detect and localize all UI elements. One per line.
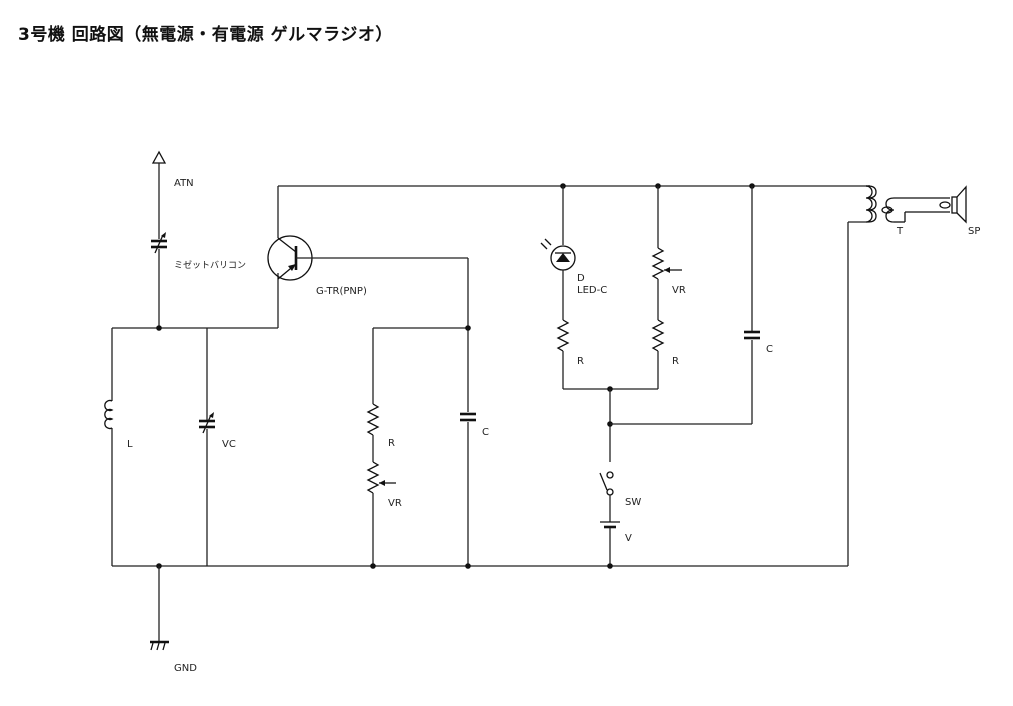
transformer-icon xyxy=(848,185,950,223)
capacitor-icon xyxy=(610,186,760,425)
battery-icon xyxy=(600,521,620,566)
c-mid-label: C xyxy=(482,427,489,438)
vr-left-label: VR xyxy=(388,498,402,509)
atn-label: ATN xyxy=(174,178,194,189)
variable-capacitor-icon xyxy=(151,232,167,328)
resistor-icon xyxy=(366,328,380,462)
speaker-label: SP xyxy=(968,226,980,237)
potentiometer-icon xyxy=(366,461,396,566)
midget-varicon-label: ミゼットバリコン xyxy=(174,259,246,271)
c-right-label: C xyxy=(766,344,773,355)
resistor-icon xyxy=(651,319,665,389)
antenna-icon xyxy=(151,150,167,239)
junction-dot xyxy=(465,325,471,331)
diagram-title: 3号機 回路図（無電源・有電源 ゲルマラジオ） xyxy=(18,25,393,45)
transistor-icon xyxy=(267,186,468,281)
vr-right-label: VR xyxy=(672,285,686,296)
junction-dot xyxy=(156,325,162,331)
switch-label: SW xyxy=(625,497,641,508)
coil-label: L xyxy=(127,439,133,450)
inductor-icon xyxy=(104,328,114,566)
speaker-icon xyxy=(939,185,967,224)
ground-label: GND xyxy=(174,663,197,674)
battery-label: V xyxy=(625,533,632,544)
led-d-label: D xyxy=(577,273,585,284)
variable-capacitor-icon xyxy=(199,328,215,566)
junction-dot xyxy=(370,563,376,569)
resistor-icon xyxy=(556,319,570,389)
led-icon xyxy=(540,186,576,320)
potentiometer-icon xyxy=(651,186,682,320)
junction-dot xyxy=(465,563,471,569)
junction-dot xyxy=(607,563,613,569)
transformer-label: T xyxy=(896,226,904,237)
vc-label: VC xyxy=(222,439,236,450)
capacitor-icon xyxy=(460,412,476,566)
r-right-label: R xyxy=(672,356,679,367)
r-left-label: R xyxy=(388,438,395,449)
switch-icon xyxy=(599,471,614,522)
ground-icon xyxy=(150,566,169,651)
led-type-label: LED-C xyxy=(577,285,607,296)
transistor-label: G-TR(PNP) xyxy=(316,286,367,297)
r-led-label: R xyxy=(577,356,584,367)
